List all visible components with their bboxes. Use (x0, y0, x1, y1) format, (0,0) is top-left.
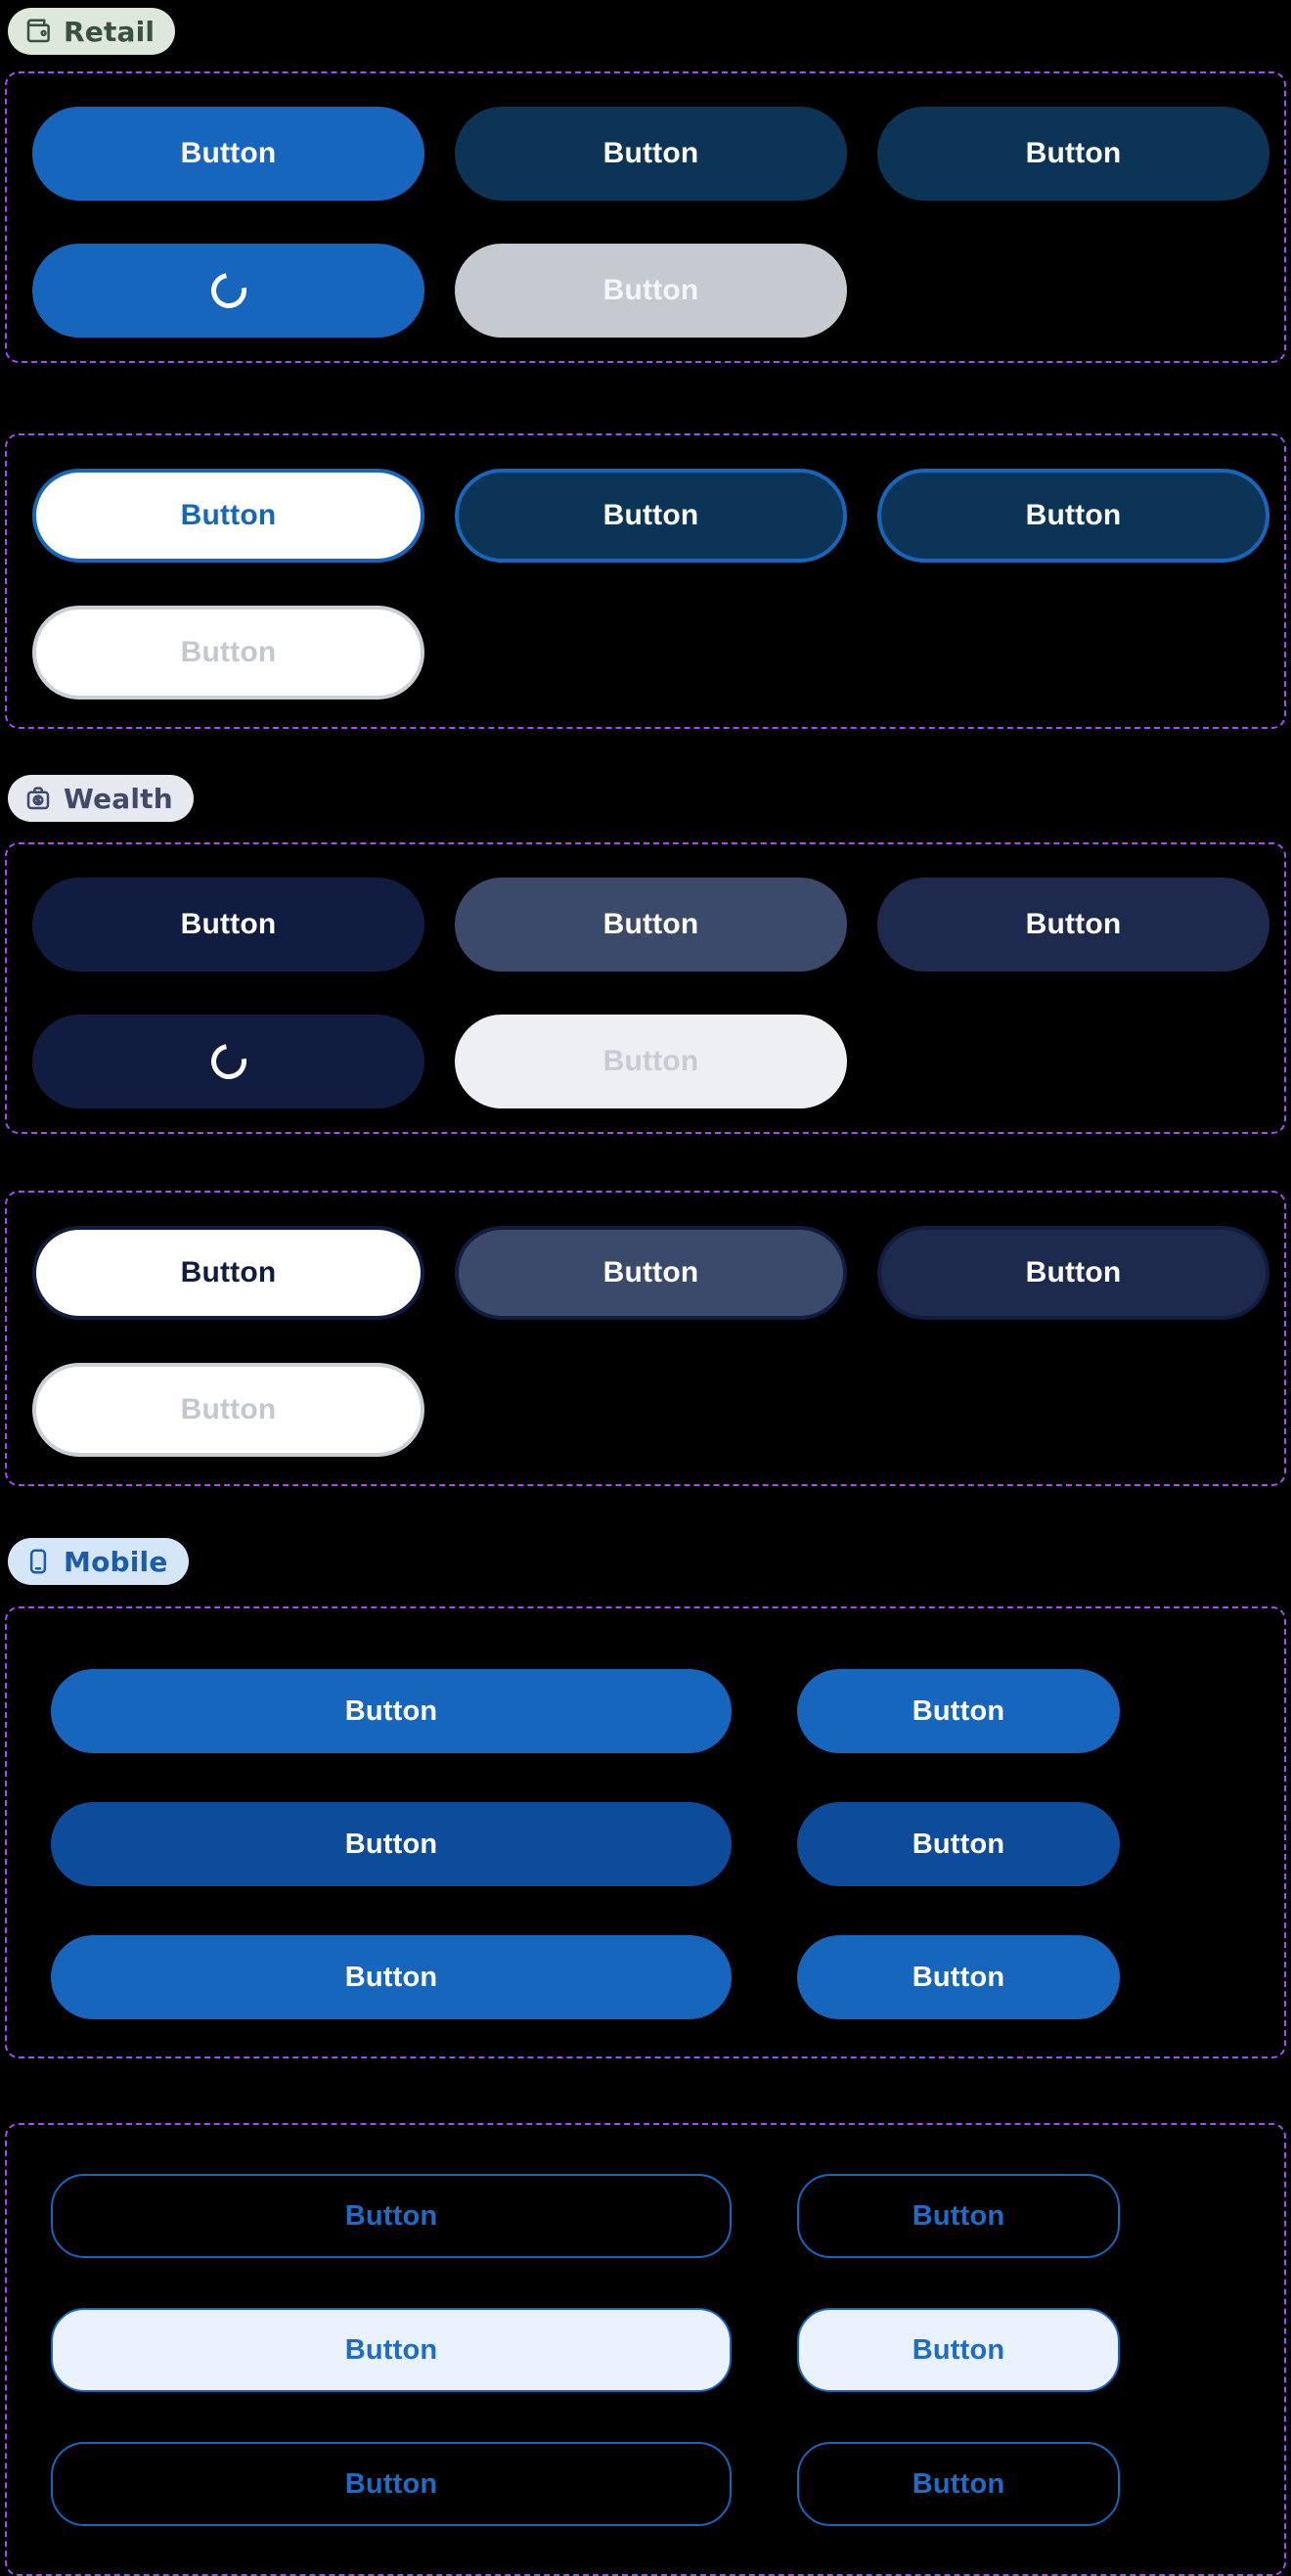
wealth-outlined-tertiary-button[interactable]: Button (877, 1226, 1269, 1320)
retail-outlined-primary-button[interactable]: Button (32, 469, 424, 563)
badge-label: Mobile (64, 1545, 168, 1578)
mobile-pressed-small-button[interactable]: Button (797, 1802, 1120, 1886)
svg-text:$: $ (35, 795, 41, 805)
button-grid: Button Button Button Button (32, 1226, 1269, 1457)
badge-label: Retail (64, 15, 156, 48)
wealth-outlined-secondary-button[interactable]: Button (455, 1226, 847, 1320)
button-grid: Button Button Button Button Button Butto… (51, 1669, 1284, 2019)
brand-badge-mobile: Mobile (8, 1538, 189, 1585)
wealth-primary-button[interactable]: Button (32, 878, 424, 972)
mobile-outlined-pressed-small-button[interactable]: Button (797, 2308, 1120, 2392)
retail-outlined-tertiary-button[interactable]: Button (877, 469, 1269, 563)
mobile-outlined-default-large-button[interactable]: Button (51, 2442, 732, 2526)
wallet-icon (23, 17, 53, 46)
button-grid: Button Button Button Button (32, 878, 1269, 1108)
brand-badge-retail: Retail (8, 8, 176, 55)
wealth-outlined-primary-button[interactable]: Button (32, 1226, 424, 1320)
wealth-outlined-disabled-button: Button (32, 1363, 424, 1457)
section-wealth-filled-buttons: Button Button Button Button (5, 842, 1286, 1134)
wealth-disabled-button: Button (455, 1015, 847, 1108)
brand-badge-wealth: $ Wealth (8, 775, 194, 822)
wealth-loading-button[interactable] (32, 1015, 424, 1108)
mobile-primary-small-button[interactable]: Button (797, 1669, 1120, 1753)
mobile-outlined-large-button[interactable]: Button (51, 2174, 732, 2258)
mobile-outlined-pressed-large-button[interactable]: Button (51, 2308, 732, 2392)
mobile-primary-large-button[interactable]: Button (51, 1669, 732, 1753)
mobile-outlined-default-small-button[interactable]: Button (797, 2442, 1120, 2526)
button-grid: Button Button Button Button Button Butto… (51, 2174, 1284, 2526)
loading-spinner-icon (203, 1036, 253, 1087)
mobile-default-small-button[interactable]: Button (797, 1935, 1120, 2019)
retail-secondary-button[interactable]: Button (455, 107, 847, 201)
section-wealth-outlined-buttons: Button Button Button Button (5, 1191, 1286, 1486)
wealth-tertiary-button[interactable]: Button (877, 878, 1269, 972)
mobile-default-large-button[interactable]: Button (51, 1935, 732, 2019)
retail-disabled-button: Button (455, 244, 847, 338)
retail-loading-button[interactable] (32, 244, 424, 338)
retail-outlined-secondary-button[interactable]: Button (455, 469, 847, 563)
button-grid: Button Button Button Button (32, 469, 1269, 700)
retail-tertiary-button[interactable]: Button (877, 107, 1269, 201)
button-grid: Button Button Button Button (32, 107, 1269, 338)
retail-primary-button[interactable]: Button (32, 107, 424, 201)
section-mobile-filled-buttons: Button Button Button Button Button Butto… (5, 1606, 1286, 2058)
mobile-outlined-small-button[interactable]: Button (797, 2174, 1120, 2258)
briefcase-dollar-icon: $ (23, 784, 53, 813)
wealth-secondary-button[interactable]: Button (455, 878, 847, 972)
loading-spinner-icon (203, 265, 253, 316)
section-mobile-outlined-buttons: Button Button Button Button Button Butto… (5, 2123, 1286, 2576)
mobile-pressed-large-button[interactable]: Button (51, 1802, 732, 1886)
retail-outlined-disabled-button: Button (32, 606, 424, 700)
badge-label: Wealth (64, 782, 173, 815)
smartphone-icon (23, 1547, 53, 1576)
section-retail-filled-buttons: Button Button Button Button (5, 71, 1286, 363)
section-retail-outlined-buttons: Button Button Button Button (5, 433, 1286, 729)
